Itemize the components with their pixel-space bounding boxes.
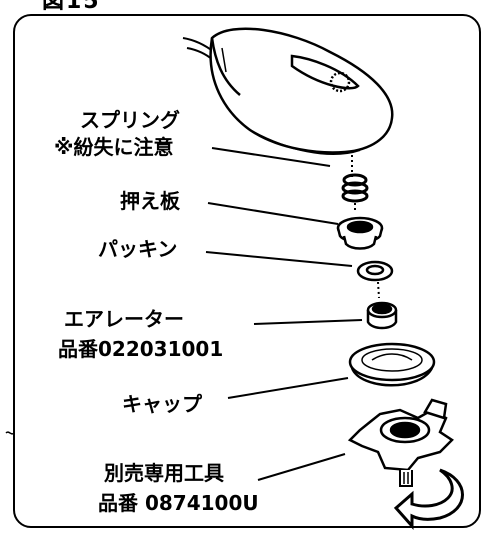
tool-icon <box>347 398 454 487</box>
leader-lines <box>205 147 363 481</box>
label-spring-name: スプリング <box>80 108 180 132</box>
hose-line-2 <box>186 47 214 61</box>
spring-icon <box>341 173 369 203</box>
label-tool-name: 別売専用工具 <box>104 461 224 485</box>
label-spring-note: ※紛失に注意 <box>54 135 174 159</box>
figure-frame <box>13 14 481 528</box>
faucet-head-icon <box>209 27 394 155</box>
cap-icon <box>348 342 436 387</box>
label-cap: キャップ <box>122 392 202 416</box>
packing-icon <box>356 260 394 282</box>
label-tool-part-number: 品番 0874100U <box>98 491 259 515</box>
figure-title: 図15 <box>42 0 101 14</box>
hose-line <box>182 37 215 53</box>
presser-plate-icon <box>336 216 384 250</box>
aerator-icon <box>366 301 398 330</box>
label-aerator-part-number: 品番022031001 <box>58 337 224 361</box>
label-presser-plate: 押え板 <box>120 189 180 213</box>
label-aerator-name: エアレーター <box>64 307 184 331</box>
label-packing: パッキン <box>98 237 178 261</box>
rotation-arrow-icon <box>393 468 464 530</box>
